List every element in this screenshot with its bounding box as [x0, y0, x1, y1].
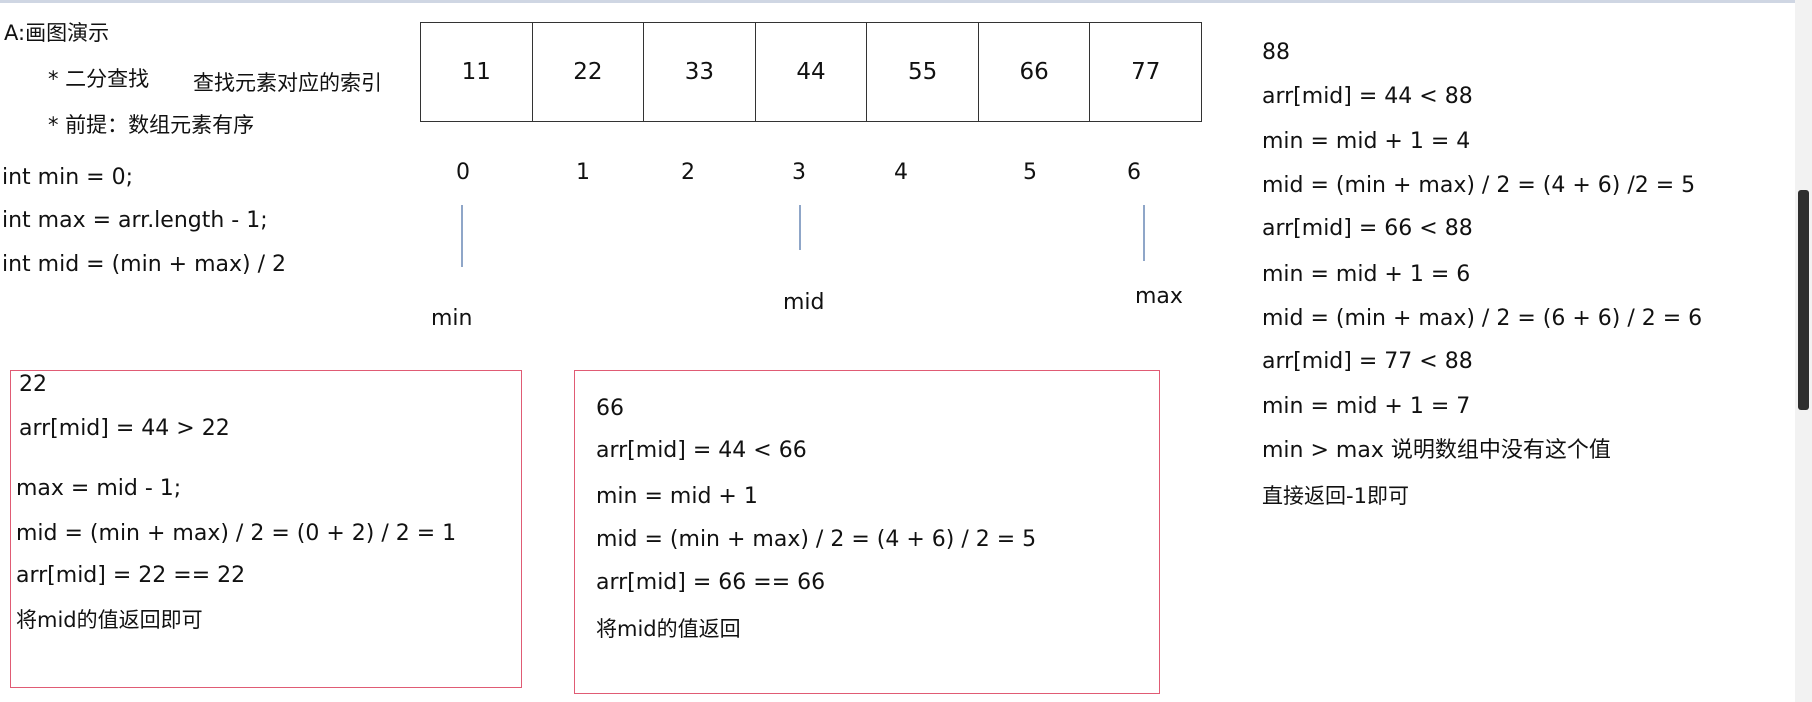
search-22-step: arr[mid] = 22 == 22	[16, 563, 246, 588]
search-66-step: min = mid + 1	[596, 484, 758, 509]
search-66-step: arr[mid] = 44 < 66	[596, 438, 807, 463]
min-pointer-label: min	[431, 306, 473, 331]
min-pointer-tick	[461, 205, 463, 267]
search-88-step: min > max 说明数组中没有这个值	[1262, 438, 1611, 463]
scrollbar-thumb[interactable]	[1798, 190, 1809, 410]
search-66-step: mid = (min + max) / 2 = (4 + 6) / 2 = 5	[596, 527, 1037, 552]
search-66-step: arr[mid] = 66 == 66	[596, 570, 826, 595]
search-66-target: 66	[596, 396, 624, 421]
search-22-target: 22	[19, 372, 47, 397]
array-cell: 33	[644, 23, 756, 121]
search-22-step: 将mid的值返回即可	[16, 608, 203, 632]
array-cell: 11	[421, 23, 533, 121]
array-index: 6	[1127, 160, 1141, 185]
bullet-binary-search-desc: 查找元素对应的索引	[193, 71, 382, 95]
search-88-step: arr[mid] = 44 < 88	[1262, 84, 1473, 109]
search-22-box	[10, 370, 522, 688]
array-index: 5	[1023, 160, 1037, 185]
search-88-step: min = mid + 1 = 6	[1262, 262, 1471, 287]
bullet-binary-search: * 二分查找	[48, 67, 150, 91]
code-line-min: int min = 0;	[2, 165, 133, 190]
array-cell: 44	[756, 23, 868, 121]
search-22-step: mid = (min + max) / 2 = (0 + 2) / 2 = 1	[16, 521, 457, 546]
search-88-step: 直接返回-1即可	[1262, 484, 1409, 508]
heading-title: A:画图演示	[4, 21, 110, 45]
bullet-prerequisite: * 前提：数组元素有序	[48, 113, 255, 137]
array-index: 2	[681, 160, 695, 185]
max-pointer-label: max	[1135, 284, 1183, 309]
mid-pointer-tick	[799, 205, 801, 250]
array-cell: 66	[979, 23, 1091, 121]
search-88-target: 88	[1262, 40, 1290, 65]
search-88-step: arr[mid] = 66 < 88	[1262, 216, 1473, 241]
search-22-step: max = mid - 1;	[16, 476, 182, 501]
array-index: 0	[456, 160, 470, 185]
search-88-step: min = mid + 1 = 4	[1262, 129, 1471, 154]
max-pointer-tick	[1143, 205, 1145, 261]
array-index: 1	[576, 160, 590, 185]
array-index: 4	[894, 160, 908, 185]
top-border-line	[0, 0, 1812, 3]
mid-pointer-label: mid	[783, 290, 825, 315]
array-cells: 11 22 33 44 55 66 77	[420, 22, 1203, 122]
search-88-step: min = mid + 1 = 7	[1262, 394, 1471, 419]
search-88-step: mid = (min + max) / 2 = (4 + 6) /2 = 5	[1262, 173, 1696, 198]
search-22-step: arr[mid] = 44 > 22	[19, 416, 230, 441]
search-88-step: mid = (min + max) / 2 = (6 + 6) / 2 = 6	[1262, 306, 1703, 331]
array-index: 3	[792, 160, 806, 185]
search-66-step: 将mid的值返回	[596, 617, 741, 641]
array-cell: 22	[533, 23, 645, 121]
array-cell: 77	[1090, 23, 1203, 121]
array-cell: 55	[867, 23, 979, 121]
code-line-max: int max = arr.length - 1;	[2, 208, 268, 233]
search-66-box	[574, 370, 1160, 694]
search-88-step: arr[mid] = 77 < 88	[1262, 349, 1473, 374]
code-line-mid: int mid = (min + max) / 2	[2, 252, 287, 277]
